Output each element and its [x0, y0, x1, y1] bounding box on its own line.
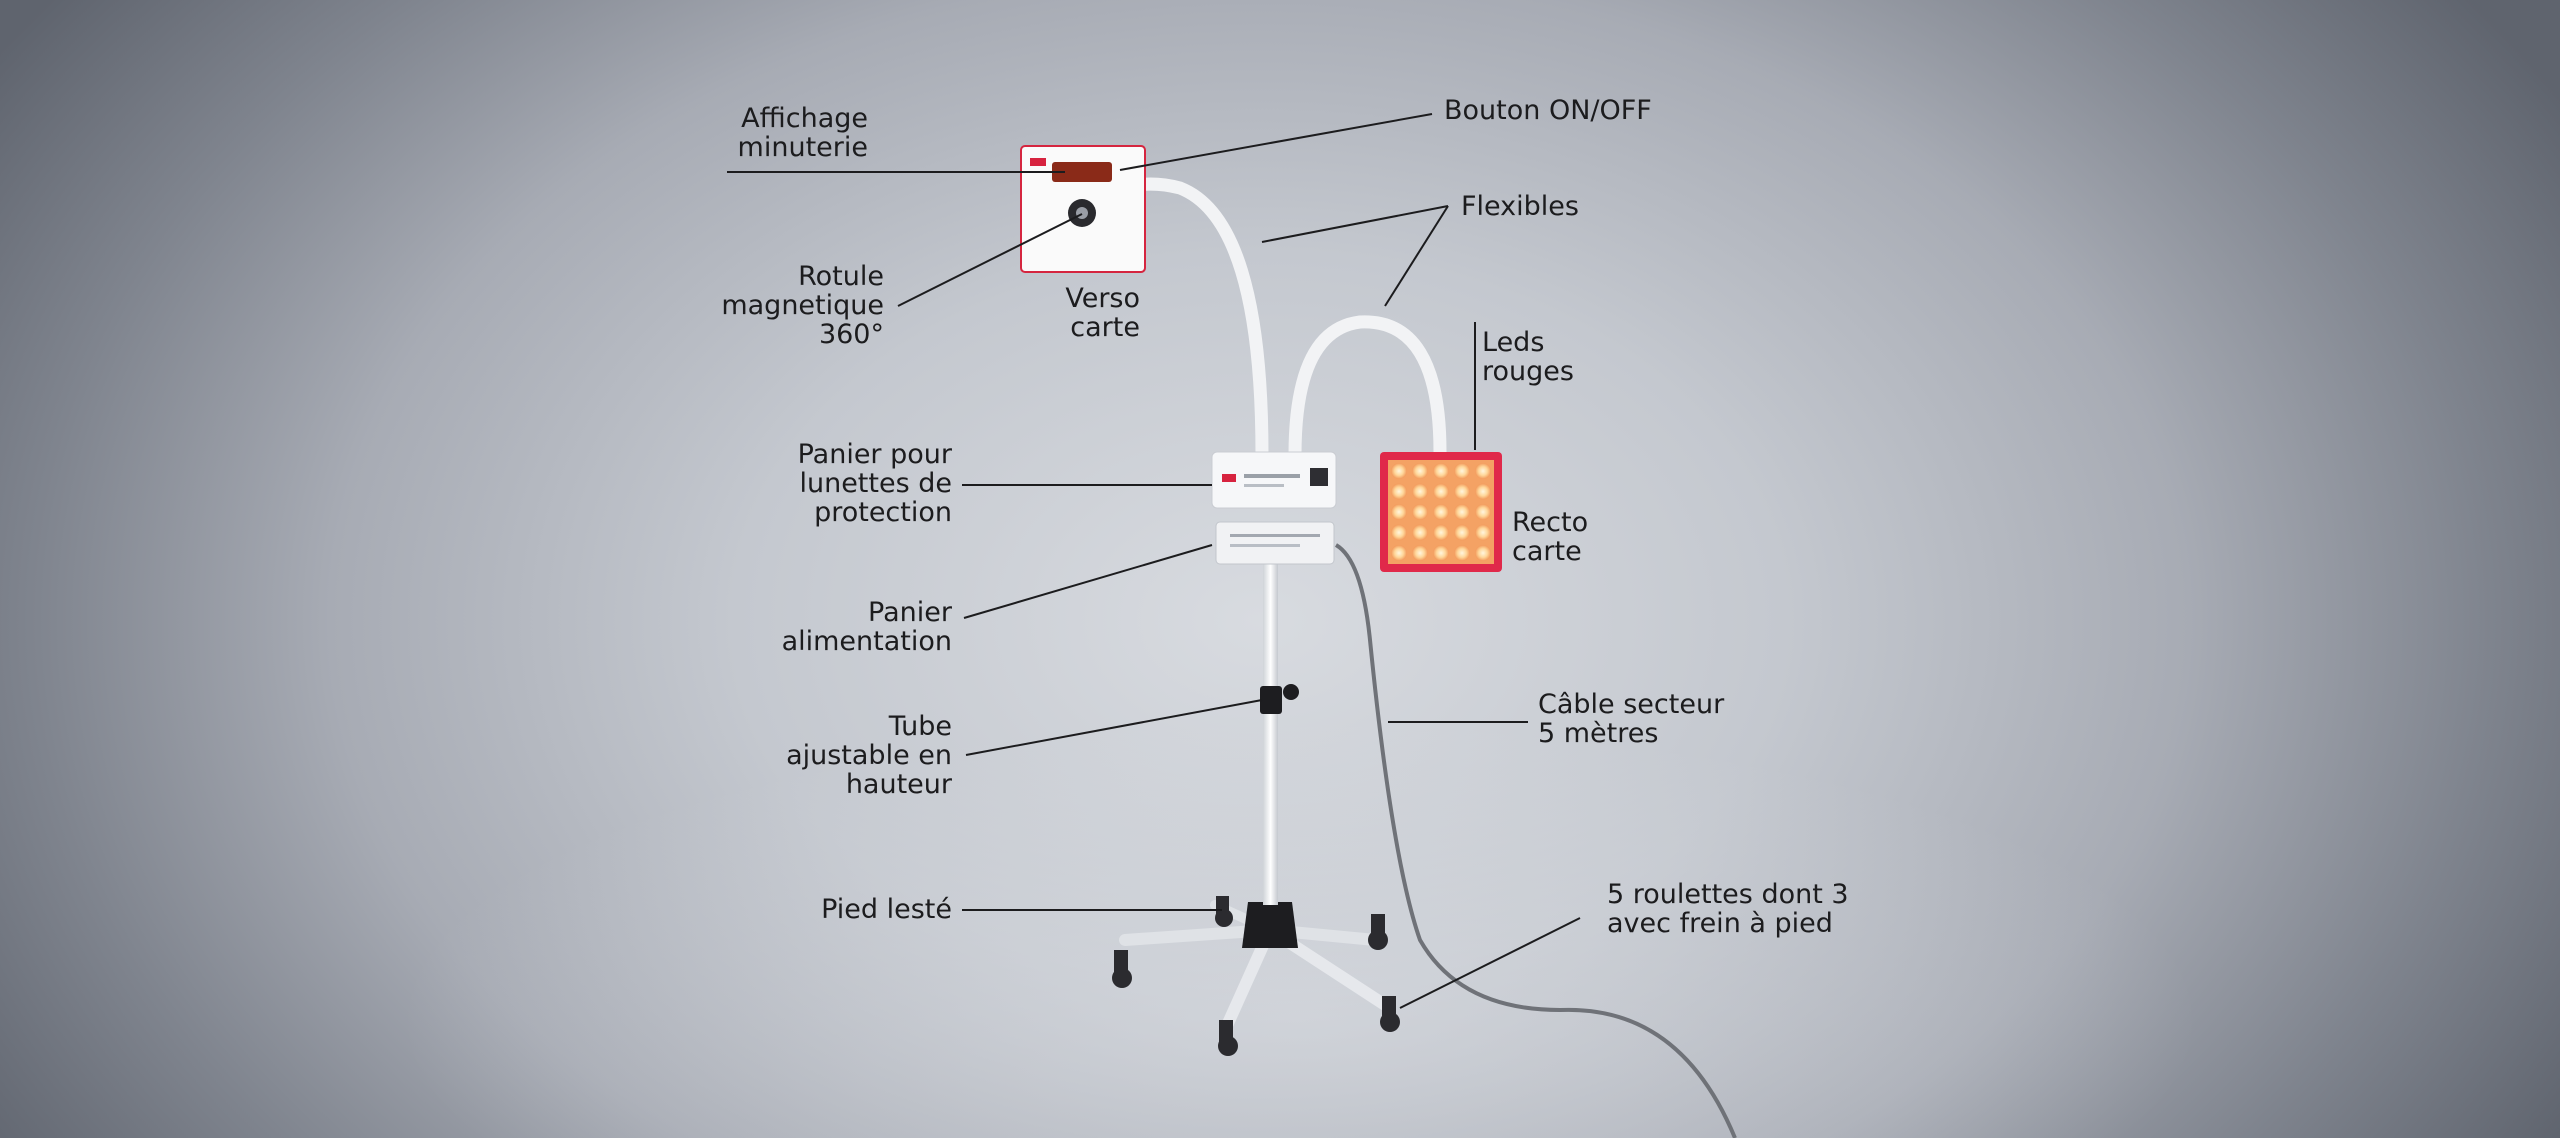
led [1433, 545, 1449, 561]
led [1391, 504, 1407, 520]
led [1475, 504, 1491, 520]
led [1454, 463, 1470, 479]
verso-card [1020, 145, 1146, 273]
led [1454, 545, 1470, 561]
callout-flexibles: Flexibles [1461, 191, 1579, 222]
callout-casters: 5 roulettes dont 3 avec frein à pied [1607, 879, 1849, 939]
led [1391, 463, 1407, 479]
leader-lines [727, 113, 1581, 1009]
power-cable [1334, 543, 1737, 1138]
callout-timer-display: Affichage minuterie [737, 103, 868, 163]
callout-power-basket: Panier alimentation [781, 597, 952, 657]
callout-card-front: Recto carte [1512, 507, 1589, 567]
callout-adjustable-tube: Tube ajustable en hauteur [786, 711, 952, 800]
led [1391, 545, 1407, 561]
led [1433, 483, 1449, 500]
casters [1112, 896, 1400, 1056]
led [1412, 483, 1428, 500]
led-grid [1391, 463, 1491, 561]
led [1475, 524, 1491, 541]
glasses-basket [1211, 451, 1337, 509]
led [1454, 483, 1470, 500]
led [1433, 524, 1449, 541]
gooseneck-right [1288, 315, 1447, 462]
led [1454, 504, 1470, 520]
power-basket [1215, 521, 1335, 565]
led [1475, 463, 1491, 479]
callout-power-button: Bouton ON/OFF [1444, 95, 1652, 126]
led [1412, 463, 1428, 479]
led [1433, 504, 1449, 520]
led [1475, 545, 1491, 561]
callout-glasses-basket: Panier pour lunettes de protection [797, 439, 952, 528]
adjustable-tube [1263, 560, 1278, 905]
callout-red-leds: Leds rouges [1482, 327, 1574, 387]
callout-card-back: Verso carte [1065, 283, 1140, 343]
callout-power-cable: Câble secteur 5 mètres [1538, 689, 1725, 749]
callout-weighted-base: Pied lesté [821, 894, 952, 925]
led [1412, 524, 1428, 541]
led [1433, 463, 1449, 479]
callout-magnetic-joint: Rotule magnetique 360° [721, 261, 884, 350]
led [1454, 524, 1470, 541]
led [1412, 504, 1428, 520]
led [1391, 483, 1407, 500]
led [1475, 483, 1491, 500]
weighted-base [1119, 900, 1391, 1036]
led [1391, 524, 1407, 541]
led [1412, 545, 1428, 561]
